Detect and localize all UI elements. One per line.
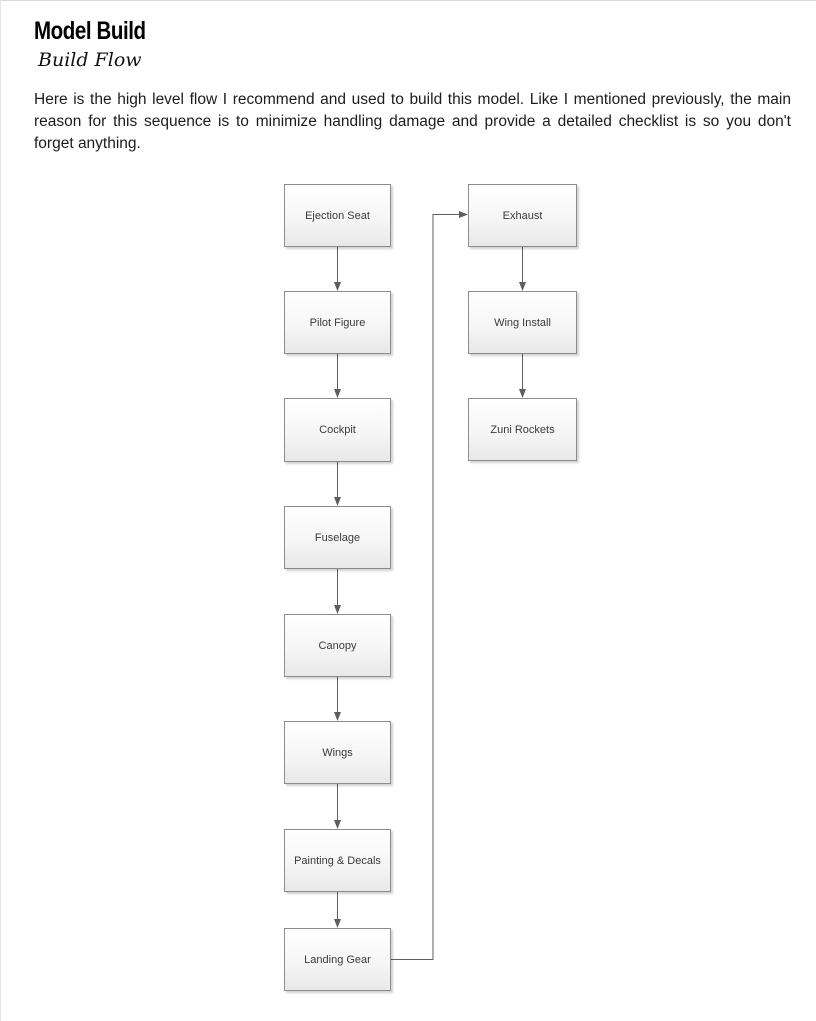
flow-node-cockpit: Cockpit	[284, 398, 391, 462]
flow-node-exhaust: Exhaust	[468, 184, 577, 247]
flow-node-label: Ejection Seat	[305, 209, 370, 222]
flow-node-label: Fuselage	[314, 531, 361, 544]
flow-node-zuni-rockets: Zuni Rockets	[468, 398, 577, 461]
flow-node-label: Zuni Rockets	[490, 423, 555, 436]
flow-node-landing-gear: Landing Gear	[284, 928, 391, 991]
page-subtitle: Build Flow	[38, 49, 142, 71]
page-title: Model Build	[34, 17, 146, 45]
arrow-landinggear-exhaust	[391, 211, 468, 960]
flow-node-wing-install: Wing Install	[468, 291, 577, 354]
flow-node-label: Canopy	[318, 639, 357, 652]
intro-paragraph: Here is the high level flow I recommend …	[34, 91, 791, 152]
flow-node-label: Exhaust	[502, 209, 543, 222]
flow-node-fuselage: Fuselage	[284, 506, 391, 569]
flow-node-label: Wings	[322, 746, 353, 759]
flow-node-label: Painting & Decals	[294, 854, 381, 867]
flow-node-label: Wing Install	[494, 316, 551, 329]
flow-node-label: Pilot Figure	[309, 316, 366, 329]
flow-node-label: Landing Gear	[304, 953, 371, 966]
flow-node-wings: Wings	[284, 721, 391, 784]
flow-node-pilot-figure: Pilot Figure	[284, 291, 391, 354]
flow-node-canopy: Canopy	[284, 614, 391, 677]
flow-node-ejection-seat: Ejection Seat	[284, 184, 391, 247]
flow-node-painting-decals: Painting & Decals	[284, 829, 391, 892]
flow-node-label: Cockpit	[319, 424, 356, 436]
